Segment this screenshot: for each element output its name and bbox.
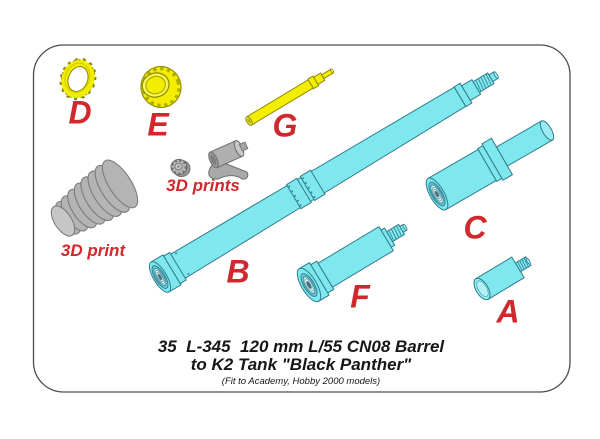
label-part-c: C (463, 209, 487, 246)
label-part-e: E (147, 106, 169, 143)
label-part-g: G (272, 107, 298, 144)
label-part-f: F (350, 278, 370, 315)
caption-line-1: 35 L-345 120 mm L/55 CN08 Barrel (157, 337, 445, 356)
part-e-knurled-cap (140, 65, 182, 109)
part-sight-3d-print (208, 140, 249, 180)
label-part-d: D (68, 94, 92, 131)
part-gear-3d-print (170, 158, 191, 177)
sheet-border (32, 44, 571, 393)
part-b-main-barrel (148, 71, 499, 293)
label-3d-print: 3D print (60, 241, 126, 260)
caption-line-2: to K2 Tank "Black Panther" (190, 354, 412, 374)
part-a-small-cylinder (473, 256, 532, 301)
part-f-cylinder (296, 223, 408, 303)
part-ribbed-sleeve-3d-print (50, 159, 139, 237)
caption: 35 L-345 120 mm L/55 CN08 Barrel to K2 T… (91, 338, 511, 387)
caption-line-3: (Fit to Academy, Hobby 2000 models) (221, 376, 381, 387)
label-part-a: A (496, 293, 520, 330)
label-3d-prints: 3D prints (166, 176, 240, 195)
label-part-b: B (226, 253, 250, 290)
part-g-rod (245, 68, 335, 126)
part-c-recoil-cylinder (425, 120, 555, 211)
